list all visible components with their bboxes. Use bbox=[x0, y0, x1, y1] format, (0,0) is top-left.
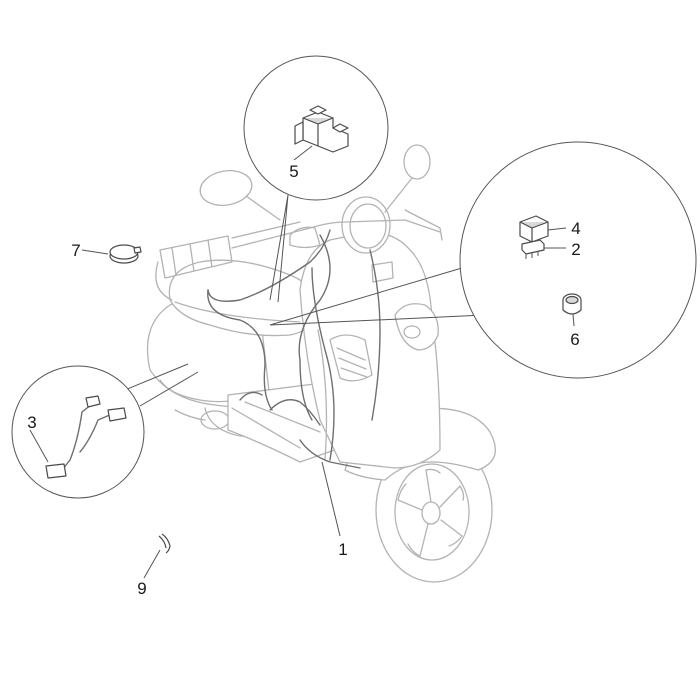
callout-2: 2 bbox=[571, 240, 580, 259]
detail-circle-harness-left bbox=[11, 363, 199, 499]
clamp-ring-part-7 bbox=[109, 244, 142, 264]
leader-lines bbox=[29, 145, 575, 579]
detail-circle-relay-top bbox=[243, 55, 389, 303]
scooter-outline bbox=[146, 144, 496, 583]
callout-labels: 1 2 3 4 5 6 7 9 bbox=[27, 162, 580, 598]
cap-part-6 bbox=[562, 293, 582, 315]
relay-connector-part-5 bbox=[294, 105, 349, 153]
mirrors bbox=[199, 144, 431, 221]
callout-3: 3 bbox=[27, 413, 36, 432]
callout-9: 9 bbox=[137, 579, 146, 598]
callout-6: 6 bbox=[570, 330, 579, 349]
detail-circle-relays-right bbox=[269, 141, 697, 379]
rear-rack bbox=[155, 235, 233, 301]
headlight bbox=[341, 196, 391, 254]
callout-1: 1 bbox=[338, 540, 347, 559]
callout-7: 7 bbox=[71, 241, 80, 260]
circlip-part-9 bbox=[158, 533, 171, 554]
callout-5: 5 bbox=[289, 162, 298, 181]
sub-harness-part-3 bbox=[45, 395, 127, 479]
relay-part-4 bbox=[519, 215, 549, 243]
callout-4: 4 bbox=[571, 219, 580, 238]
fuse-part-2 bbox=[521, 239, 545, 259]
